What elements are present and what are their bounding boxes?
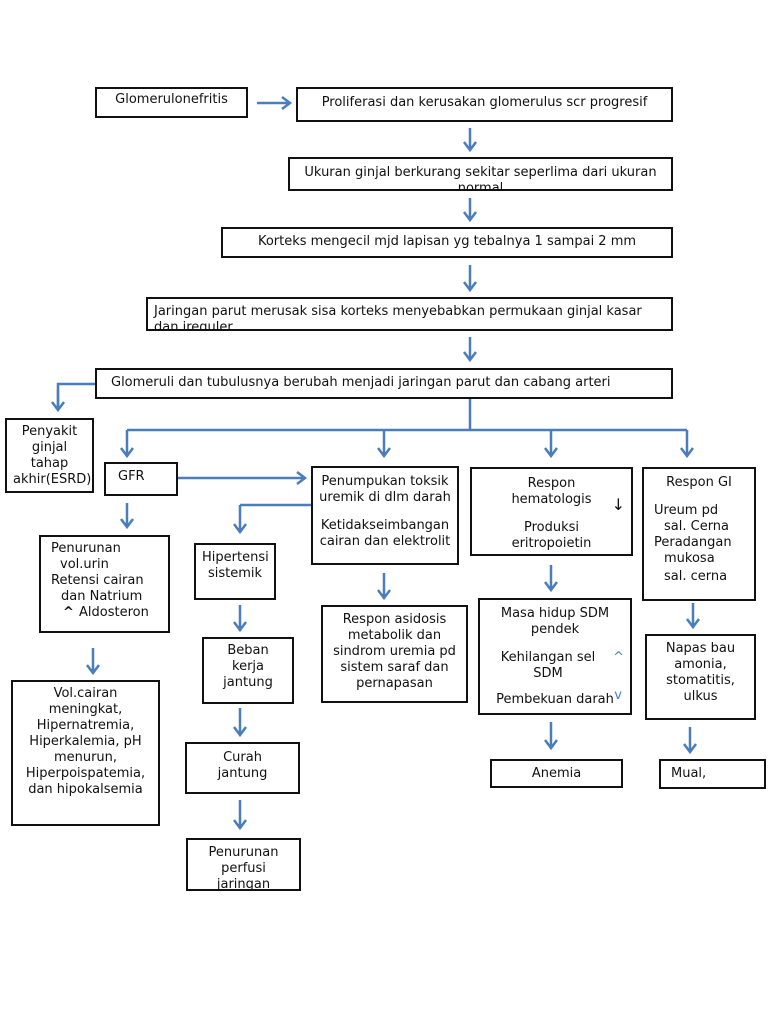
arrow-down bbox=[463, 337, 477, 363]
node-jaringan-parut: Jaringan parut merusak sisa korteks meny… bbox=[146, 297, 673, 331]
arrow-right bbox=[177, 471, 308, 485]
arrow-down bbox=[463, 128, 477, 153]
node-penumpukan: Penumpukan toksik uremik di dlm darah Ke… bbox=[311, 466, 459, 565]
up-arrow-icon: ^ bbox=[613, 650, 624, 665]
arrow-down bbox=[233, 708, 247, 738]
arrow-down bbox=[233, 605, 247, 633]
arrow-down bbox=[377, 573, 391, 601]
node-ukuran-ginjal: Ukuran ginjal berkurang sekitar seperlim… bbox=[288, 157, 673, 191]
text: Penurunan bbox=[51, 541, 121, 556]
arrow-down bbox=[544, 430, 558, 459]
text: Kehilangan sel SDM bbox=[500, 650, 600, 681]
node-penyakit-ginjal: Penyakit ginjal tahap akhir(ESRD) bbox=[5, 418, 94, 493]
text: Penumpukan toksik uremik di dlm darah bbox=[319, 474, 453, 505]
node-mual: Mual, bbox=[659, 759, 766, 789]
arrow-down bbox=[680, 430, 694, 459]
node-curah-jantung: Curah jantung bbox=[185, 742, 300, 794]
text: Masa hidup SDM pendek bbox=[500, 606, 614, 637]
node-anemia: Anemia bbox=[490, 759, 623, 788]
arrow-down bbox=[233, 800, 247, 831]
node-glomerulonefritis: Glomerulonefritis bbox=[95, 87, 248, 118]
text: Retensi cairan bbox=[51, 573, 144, 588]
text: Respon GI bbox=[666, 475, 732, 490]
text: Produksi eritropoietin bbox=[511, 520, 592, 551]
node-korteks: Korteks mengecil mjd lapisan yg tebalnya… bbox=[221, 227, 673, 258]
down-arrow-icon: v bbox=[614, 688, 622, 703]
node-proliferasi: Proliferasi dan kerusakan glomerulus scr… bbox=[296, 87, 673, 122]
node-penurunan-perfusi: Penurunan perfusi jaringan bbox=[186, 838, 301, 891]
text: mukosa bbox=[664, 551, 715, 566]
node-napas-bau: Napas bau amonia, stomatitis, ulkus bbox=[645, 634, 756, 720]
arrow-down bbox=[683, 727, 697, 755]
node-masa-hidup-sdm: Masa hidup SDM pendek Kehilangan sel SDM… bbox=[478, 598, 632, 715]
arrow-down bbox=[463, 198, 477, 223]
arrow-down bbox=[51, 390, 65, 413]
node-beban-kerja: Beban kerja jantung bbox=[202, 637, 294, 704]
arrow-down bbox=[120, 430, 134, 459]
arrow-down bbox=[377, 430, 391, 459]
arrow-down bbox=[463, 265, 477, 293]
node-respon-gi: Respon GI Ureum pd sal. Cerna Peradangan… bbox=[642, 467, 756, 601]
text: ^ Aldosteron bbox=[47, 605, 162, 621]
text: vol.urin bbox=[60, 557, 109, 572]
node-respon-hematologis: Respon hematologis Produksi eritropoieti… bbox=[470, 467, 633, 556]
text: Peradangan bbox=[654, 535, 732, 550]
text: Respon hematologis bbox=[511, 476, 592, 507]
connector-line bbox=[127, 398, 687, 432]
text: Ureum pd bbox=[654, 503, 719, 518]
up-arrow-icon: ^ bbox=[63, 605, 74, 620]
text: Aldosteron bbox=[79, 605, 149, 620]
node-respon-asidosis: Respon asidosis metabolik dan sindrom ur… bbox=[321, 605, 468, 703]
arrow-down bbox=[86, 648, 100, 676]
arrow-down bbox=[544, 722, 558, 751]
node-hipertensi: Hipertensi sistemik bbox=[194, 543, 276, 600]
text: dan Natrium bbox=[61, 589, 143, 604]
arrow-down bbox=[544, 565, 558, 593]
text: sal. Cerna bbox=[664, 519, 730, 534]
node-penurunan-vol-urin: Penurunan vol.urin Retensi cairan dan Na… bbox=[39, 535, 170, 633]
down-arrow-icon: ↓ bbox=[611, 495, 625, 514]
arrow-down bbox=[120, 503, 134, 530]
text: Pembekuan darah bbox=[496, 692, 614, 707]
arrow-down bbox=[686, 603, 700, 630]
text: sal. cerna bbox=[664, 569, 728, 584]
text: Ketidakseimbangan cairan dan elektrolit bbox=[319, 518, 454, 549]
node-gfr: GFR bbox=[104, 462, 178, 496]
arrow-right bbox=[257, 96, 293, 110]
node-vol-cairan: Vol.cairan meningkat, Hipernatremia, Hip… bbox=[11, 680, 160, 826]
arrow-down bbox=[233, 505, 247, 535]
node-glomeruli: Glomeruli dan tubulusnya berubah menjadi… bbox=[95, 368, 673, 399]
